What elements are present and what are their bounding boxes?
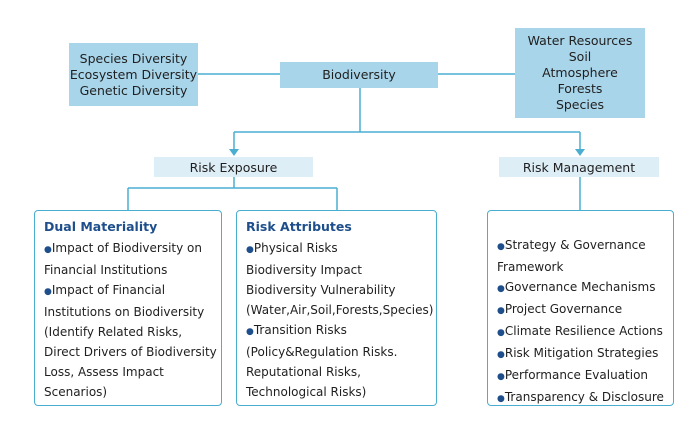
risk-management-node: Risk Management xyxy=(499,157,659,177)
bullet-icon: ● xyxy=(497,328,505,338)
bullet-icon: ● xyxy=(246,245,254,255)
bullet-icon: ● xyxy=(497,350,505,360)
panel-line: Scenarios) xyxy=(44,385,108,399)
panel-line: (Water,Air,Soil,Forests,Species) xyxy=(246,303,434,317)
panel-line: ●Governance Mechanisms xyxy=(497,280,656,294)
diversity-line: Ecosystem Diversity xyxy=(69,66,198,82)
diversity-line: Genetic Diversity xyxy=(79,82,188,98)
panel-line: Technological Risks) xyxy=(246,385,367,399)
bullet-icon: ● xyxy=(497,306,505,316)
diversity-line: Species Diversity xyxy=(79,50,188,66)
panel-line: Framework xyxy=(497,260,564,274)
panel-line: (Policy&Regulation Risks. xyxy=(246,345,398,359)
bullet-icon: ● xyxy=(497,284,505,294)
panel-line: ●Transition Risks xyxy=(246,323,347,337)
panel-line: ●Impact of Biodiversity on xyxy=(44,241,202,255)
resource-line: Water Resources xyxy=(527,33,633,48)
panel-line: Biodiversity Vulnerability xyxy=(246,283,396,297)
bullet-icon: ● xyxy=(497,242,505,252)
risk-exposure-label: Risk Exposure xyxy=(189,159,278,175)
bullet-icon: ● xyxy=(44,245,52,255)
resources-box: Water Resources Soil Atmosphere Forests … xyxy=(515,28,645,118)
bullet-icon: ● xyxy=(44,287,52,297)
panel-line: ●Transparency & Disclosure xyxy=(497,390,664,404)
panel-line: Biodiversity Impact xyxy=(246,263,362,277)
panel-line: ●Impact of Financial xyxy=(44,283,166,297)
dual-materiality-panel: Dual Materiality ●Impact of Biodiversity… xyxy=(34,210,222,406)
dual-materiality-title: Dual Materiality xyxy=(44,219,158,234)
panel-line: ●Physical Risks xyxy=(246,241,338,255)
risk-management-panel: ●Strategy & Governance Framework ●Govern… xyxy=(487,210,674,406)
bullet-icon: ● xyxy=(497,394,505,404)
biodiversity-label: Biodiversity xyxy=(322,67,396,82)
diversity-types-box: Species Diversity Ecosystem Diversity Ge… xyxy=(69,43,198,106)
panel-line: (Identify Related Risks, xyxy=(44,325,183,339)
panel-line: Institutions on Biodiversity xyxy=(44,305,205,319)
bullet-icon: ● xyxy=(246,327,254,337)
risk-exposure-node: Risk Exposure xyxy=(154,157,313,177)
panel-line: Loss, Assess Impact xyxy=(44,365,164,379)
risk-attributes-title: Risk Attributes xyxy=(246,219,352,234)
resource-line: Forests xyxy=(557,81,603,96)
bullet-icon: ● xyxy=(497,372,505,382)
risk-management-label: Risk Management xyxy=(522,159,636,175)
risk-attributes-panel: Risk Attributes ●Physical Risks Biodiver… xyxy=(236,210,437,406)
panel-line: ●Strategy & Governance xyxy=(497,238,646,252)
resource-line: Atmosphere xyxy=(542,65,618,80)
panel-line: Reputational Risks, xyxy=(246,365,361,379)
panel-line: ●Performance Evaluation xyxy=(497,368,649,382)
resource-line: Species xyxy=(555,97,605,112)
panel-line: ●Risk Mitigation Strategies xyxy=(497,346,659,360)
biodiversity-node: Biodiversity xyxy=(280,62,438,88)
panel-line: Direct Drivers of Biodiversity xyxy=(44,345,217,359)
panel-line: Financial Institutions xyxy=(44,263,168,277)
panel-line: ●Climate Resilience Actions xyxy=(497,324,663,338)
panel-line: ●Project Governance xyxy=(497,302,623,316)
resource-line: Soil xyxy=(568,49,592,64)
